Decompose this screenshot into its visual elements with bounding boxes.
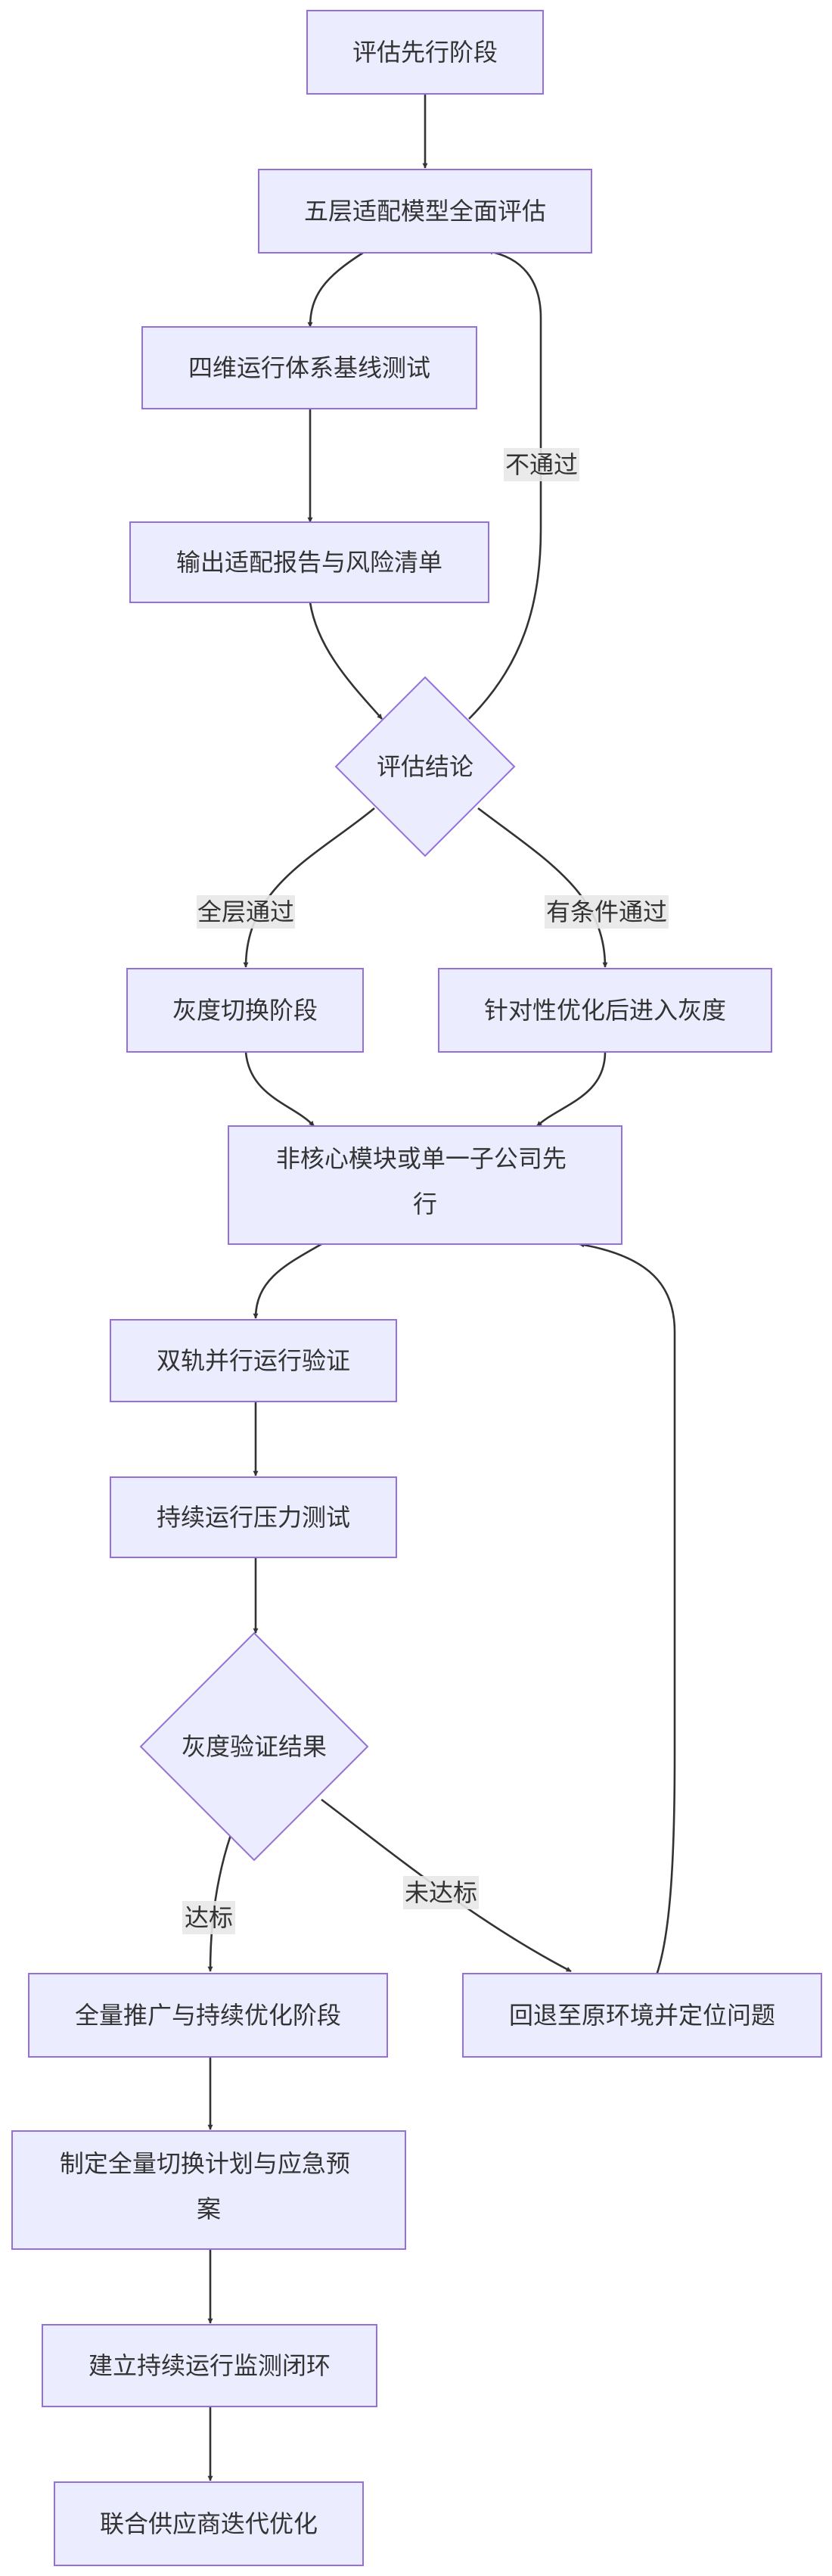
svg-text:评估先行阶段: 评估先行阶段: [352, 38, 498, 67]
svg-text:四维运行体系基线测试: 四维运行体系基线测试: [188, 353, 430, 382]
svg-text:灰度切换阶段: 灰度切换阶段: [172, 996, 318, 1025]
node-gray-phase: 灰度切换阶段: [126, 968, 364, 1053]
node-gray-result: 灰度验证结果: [139, 1632, 369, 1862]
edge-gray-to-noncore: [244, 1051, 315, 1127]
node-vendor-iterate: 联合供应商迭代优化: [54, 2481, 364, 2566]
edge-label-all-pass: 全层通过: [197, 895, 295, 929]
svg-text:有条件通过: 有条件通过: [546, 898, 667, 926]
svg-text:达标: 达标: [185, 1903, 233, 1932]
svg-text:针对性优化后进入灰度: 针对性优化后进入灰度: [484, 996, 726, 1025]
edge-conclusion-to-gray: [243, 807, 375, 968]
node-assess-phase: 评估先行阶段: [306, 10, 544, 95]
node-dual-track: 双轨并行运行验证: [110, 1319, 397, 1402]
svg-text:建立持续运行监测闭环: 建立持续运行监测闭环: [88, 2351, 331, 2380]
edge-noncore-to-dualtrack: [253, 1243, 322, 1319]
edge-labels: 不通过 全层通过 有条件通过 达标 未达标: [182, 448, 669, 1934]
edge-optimize-to-noncore: [536, 1051, 607, 1127]
svg-text:双轨并行运行验证: 双轨并行运行验证: [157, 1346, 350, 1375]
node-full-rollout: 全量推广与持续优化阶段: [28, 1973, 388, 2058]
edges: [207, 94, 676, 2481]
svg-text:全层通过: 全层通过: [197, 898, 294, 926]
edge-report-to-conclusion: [309, 602, 383, 720]
svg-text:制定全量切换计划与应急预 案: 制定全量切换计划与应急预 案: [60, 2149, 358, 2223]
edge-label-meets: 达标: [182, 1901, 235, 1934]
edge-label-fail: 不通过: [504, 448, 579, 481]
non-core-first-line-2: 行: [413, 1190, 437, 1218]
svg-text:未达标: 未达标: [405, 1878, 477, 1907]
svg-text:不通过: 不通过: [505, 450, 578, 479]
node-eval-conclusion: 评估结论: [334, 676, 516, 857]
svg-text:输出适配报告与风险清单: 输出适配报告与风险清单: [176, 548, 442, 577]
edge-label-not-meets: 未达标: [403, 1876, 479, 1909]
svg-text:灰度验证结果: 灰度验证结果: [182, 1732, 327, 1761]
edge-label-conditional-pass: 有条件通过: [545, 895, 669, 929]
edge-result-to-full: [207, 1834, 232, 1972]
nodes: 评估先行阶段 五层适配模型全面评估 四维运行体系基线测试 输出适配报告与风险清单…: [11, 10, 822, 2566]
edge-conclusion-to-eval-fail: [468, 249, 542, 720]
node-cutover-plan: 制定全量切换计划与应急预 案: [11, 2130, 406, 2250]
cutover-plan-line-2: 案: [197, 2195, 221, 2223]
node-four-dim-test: 四维运行体系基线测试: [141, 326, 477, 409]
svg-text:回退至原环境并定位问题: 回退至原环境并定位问题: [509, 2001, 775, 2030]
svg-text:非核心模块或单一子公司先 行: 非核心模块或单一子公司先 行: [276, 1144, 574, 1218]
svg-text:全量推广与持续优化阶段: 全量推广与持续优化阶段: [75, 2001, 341, 2030]
node-monitor-loop: 建立持续运行监测闭环: [42, 2324, 377, 2407]
edge-rollback-to-noncore: [579, 1242, 676, 1976]
cutover-plan-line-1: 制定全量切换计划与应急预: [60, 2149, 350, 2178]
node-five-layer-eval: 五层适配模型全面评估: [258, 169, 592, 254]
svg-text:持续运行压力测试: 持续运行压力测试: [157, 1503, 350, 1532]
svg-text:联合供应商迭代优化: 联合供应商迭代优化: [100, 2509, 318, 2538]
node-output-report: 输出适配报告与风险清单: [129, 521, 489, 603]
node-non-core-first: 非核心模块或单一子公司先 行: [228, 1125, 622, 1245]
node-stress-test: 持续运行压力测试: [110, 1476, 397, 1558]
svg-text:评估结论: 评估结论: [377, 752, 473, 781]
node-rollback: 回退至原环境并定位问题: [462, 1973, 822, 2058]
edge-conclusion-to-optimize: [477, 807, 608, 968]
node-optimize-then-gray: 针对性优化后进入灰度: [438, 968, 772, 1053]
non-core-first-line-1: 非核心模块或单一子公司先: [276, 1144, 567, 1173]
svg-text:五层适配模型全面评估: 五层适配模型全面评估: [304, 197, 546, 226]
edge-eval-to-fourdim: [307, 251, 364, 328]
